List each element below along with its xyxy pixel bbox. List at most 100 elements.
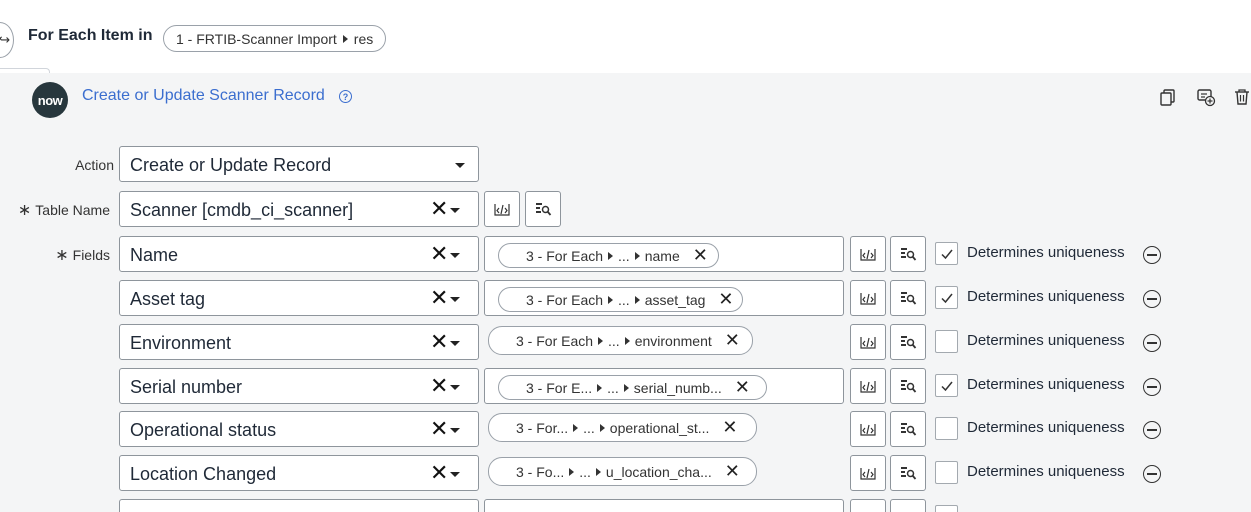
uniqueness-checkbox[interactable] <box>935 286 958 309</box>
foreach-title: For Each Item in <box>28 27 153 44</box>
data-pill-picker-button[interactable] <box>890 324 926 360</box>
fields-label: ∗Fields <box>55 247 110 264</box>
uniqueness-checkbox[interactable] <box>935 374 958 397</box>
data-pill-picker-button[interactable] <box>890 368 926 404</box>
pill-source: 3 - For E... <box>526 379 593 396</box>
field-value-box-cutoff[interactable] <box>484 499 844 512</box>
data-pill[interactable]: 3 - Fo......u_location_cha...✕ <box>488 457 757 486</box>
data-pill-picker-button[interactable] <box>890 499 926 512</box>
field-name-value: Environment <box>130 333 232 353</box>
data-pill-picker-icon <box>901 467 917 480</box>
pill-ellipsis: ... <box>618 291 630 308</box>
field-name-value: Name <box>130 245 179 265</box>
data-pill-picker-button[interactable] <box>890 411 926 447</box>
foreach-data-pill[interactable]: 1 - FRTIB-Scanner Import res <box>163 25 387 52</box>
chevron-down-icon[interactable] <box>450 253 460 258</box>
data-pill-picker-button[interactable] <box>525 191 561 227</box>
remove-pill-icon[interactable]: ✕ <box>724 461 740 481</box>
data-pill[interactable]: 3 - For E......serial_numb...✕ <box>498 375 767 400</box>
foreach-pill-source: 1 - FRTIB-Scanner Import <box>176 30 337 47</box>
script-toggle-button[interactable] <box>850 411 886 447</box>
caret-right-icon <box>597 383 603 392</box>
uniqueness-checkbox[interactable] <box>935 417 958 440</box>
remove-field-icon[interactable] <box>1143 334 1161 352</box>
script-toggle-button[interactable] <box>850 280 886 316</box>
uniqueness-checkbox[interactable] <box>935 242 958 265</box>
clear-icon[interactable]: ✕ <box>430 285 449 310</box>
field-name-select[interactable]: Environment ✕ <box>119 324 479 360</box>
remove-field-icon[interactable] <box>1143 246 1161 264</box>
caret-right-icon <box>599 423 605 432</box>
remove-field-icon[interactable] <box>1143 421 1161 439</box>
data-pill[interactable]: 3 - For Each...asset_tag✕ <box>498 287 743 312</box>
script-toggle-button[interactable] <box>850 368 886 404</box>
field-name-select[interactable]: Location Changed✕ <box>119 455 479 491</box>
add-comment-icon[interactable] <box>1196 87 1216 107</box>
field-name-select[interactable]: Serial number✕ <box>119 368 479 404</box>
remove-pill-icon[interactable]: ✕ <box>722 417 738 437</box>
uniqueness-label: Determines uniqueness <box>967 244 1125 261</box>
chevron-down-icon[interactable] <box>450 385 460 390</box>
chevron-down-icon[interactable] <box>450 472 460 477</box>
step-title[interactable]: Create or Update Scanner Record <box>82 87 325 104</box>
clear-icon[interactable]: ✕ <box>430 196 449 221</box>
clear-icon[interactable]: ✕ <box>430 329 449 354</box>
loop-arrow-icon[interactable]: ↪ <box>0 22 14 58</box>
table-name-select[interactable]: Scanner [cmdb_ci_scanner] ✕ <box>119 191 479 227</box>
script-icon <box>860 293 876 305</box>
data-pill[interactable]: 3 - For Each...name✕ <box>498 243 719 268</box>
field-value-box[interactable]: 3 - For E......serial_numb...✕ <box>484 368 844 404</box>
caret-right-icon <box>623 383 629 392</box>
pill-ellipsis: ... <box>607 379 619 396</box>
data-pill-picker-button[interactable] <box>890 280 926 316</box>
chevron-down-icon[interactable] <box>455 163 465 168</box>
script-toggle-button[interactable] <box>484 191 520 227</box>
uniqueness-checkbox[interactable] <box>935 505 958 512</box>
remove-field-icon[interactable] <box>1143 290 1161 308</box>
data-pill-picker-icon <box>901 292 917 305</box>
field-value-box[interactable]: 3 - For Each...name✕ <box>484 236 844 272</box>
field-value-box[interactable]: 3 - For Each...asset_tag✕ <box>484 280 844 316</box>
uniqueness-checkbox[interactable] <box>935 330 958 353</box>
remove-pill-icon[interactable]: ✕ <box>734 377 750 397</box>
help-icon[interactable]: ? <box>339 90 352 103</box>
remove-field-icon[interactable] <box>1143 378 1161 396</box>
data-pill-picker-icon <box>901 423 917 436</box>
script-toggle-button[interactable] <box>850 324 886 360</box>
data-pill[interactable]: 3 - For......operational_st...✕ <box>488 413 757 442</box>
script-icon <box>494 204 510 216</box>
uniqueness-checkbox[interactable] <box>935 461 958 484</box>
script-toggle-button[interactable] <box>850 236 886 272</box>
data-pill-picker-button[interactable] <box>890 455 926 491</box>
chevron-down-icon[interactable] <box>450 341 460 346</box>
action-select[interactable]: Create or Update Record <box>119 146 479 182</box>
chevron-down-icon[interactable] <box>450 428 460 433</box>
clear-icon[interactable]: ✕ <box>430 416 449 441</box>
field-name-select[interactable]: Asset tag✕ <box>119 280 479 316</box>
remove-field-icon[interactable] <box>1143 465 1161 483</box>
caret-right-icon <box>598 336 604 345</box>
field-select-cutoff[interactable] <box>119 499 479 512</box>
clear-icon[interactable]: ✕ <box>430 373 449 398</box>
trash-icon[interactable] <box>1232 87 1251 107</box>
field-name-select[interactable]: Operational status✕ <box>119 411 479 447</box>
script-toggle-button[interactable] <box>850 455 886 491</box>
chevron-down-icon[interactable] <box>450 297 460 302</box>
action-select-value: Create or Update Record <box>130 155 332 175</box>
check-icon <box>940 381 953 391</box>
script-toggle-button[interactable] <box>850 499 886 512</box>
uniqueness-label: Determines uniqueness <box>967 463 1125 480</box>
chevron-down-icon[interactable] <box>450 208 460 213</box>
data-pill-picker-button[interactable] <box>890 236 926 272</box>
remove-pill-icon[interactable]: ✕ <box>724 330 740 350</box>
clear-icon[interactable]: ✕ <box>430 241 449 266</box>
pill-source: 3 - For Each <box>516 332 594 349</box>
remove-pill-icon[interactable]: ✕ <box>692 245 708 265</box>
data-pill[interactable]: 3 - For Each...environment✕ <box>488 326 753 355</box>
copy-icon[interactable] <box>1158 87 1178 107</box>
caret-right-icon <box>608 251 614 260</box>
remove-pill-icon[interactable]: ✕ <box>718 289 734 309</box>
clear-icon[interactable]: ✕ <box>430 460 449 485</box>
script-icon <box>860 249 876 261</box>
field-name-select[interactable]: Name ✕ <box>119 236 479 272</box>
